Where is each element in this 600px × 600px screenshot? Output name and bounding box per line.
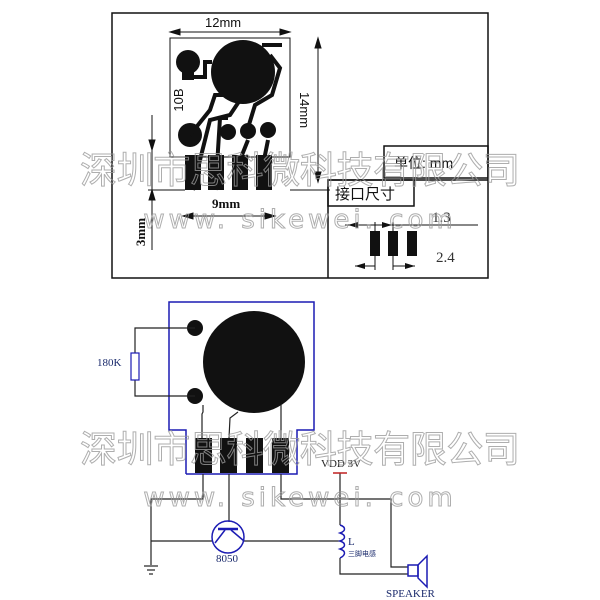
pcb-copper: [176, 40, 276, 190]
inductor-label: L: [348, 536, 355, 548]
watermark-website-2: www. sikewei. com: [143, 483, 456, 513]
unit-box: [383, 145, 489, 179]
dim-height-label: 14mm: [297, 92, 312, 128]
resistor-label: 180K: [97, 357, 122, 369]
transistor-label: 8050: [216, 553, 239, 565]
speaker-label: SPEAKER: [386, 588, 436, 600]
vdd-label: VDD 3V: [321, 458, 361, 470]
watermark-company-2: 深圳市思科微科技有限公司: [80, 428, 520, 471]
watermark-company: 深圳市思科微科技有限公司: [80, 149, 520, 192]
unit-label: 单位: mm: [394, 155, 453, 171]
dim-width-label: 12mm: [205, 15, 241, 30]
module-pins: [195, 438, 289, 473]
dim-pad-length-label: 3mm: [133, 218, 148, 246]
pcb-outline: [169, 37, 291, 158]
dim-pads-label: 9mm: [212, 196, 240, 211]
chip-blob: [203, 311, 305, 413]
watermark-website: www. sikewei. com: [143, 205, 456, 235]
board-label: 10B: [171, 88, 186, 111]
wires: [134, 327, 408, 575]
circuit-schematic: 180K 8050 VDD 3V L 三脚电感 SPEAKER: [97, 301, 436, 600]
resistor-icon: [130, 352, 140, 381]
transistor-icon: [211, 520, 245, 554]
module-outline: [168, 301, 315, 475]
speaker-icon: [407, 554, 428, 589]
pcb-dimension-drawing: 12mm 14mm 9mm 3mm 10B 单位: mm 接口尺寸 1.3 2.…: [111, 12, 489, 279]
inductor-icon: [337, 524, 346, 559]
pad-pitch-label: 1.3: [432, 210, 451, 226]
pad-spacing-label: 2.4: [436, 250, 455, 266]
inductor-sublabel: 三脚电感: [348, 549, 376, 558]
interface-title-box: [327, 179, 415, 207]
pcb-traces: [188, 43, 283, 191]
dimension-lines: [148, 28, 330, 250]
interface-title: 接口尺寸: [335, 186, 395, 203]
